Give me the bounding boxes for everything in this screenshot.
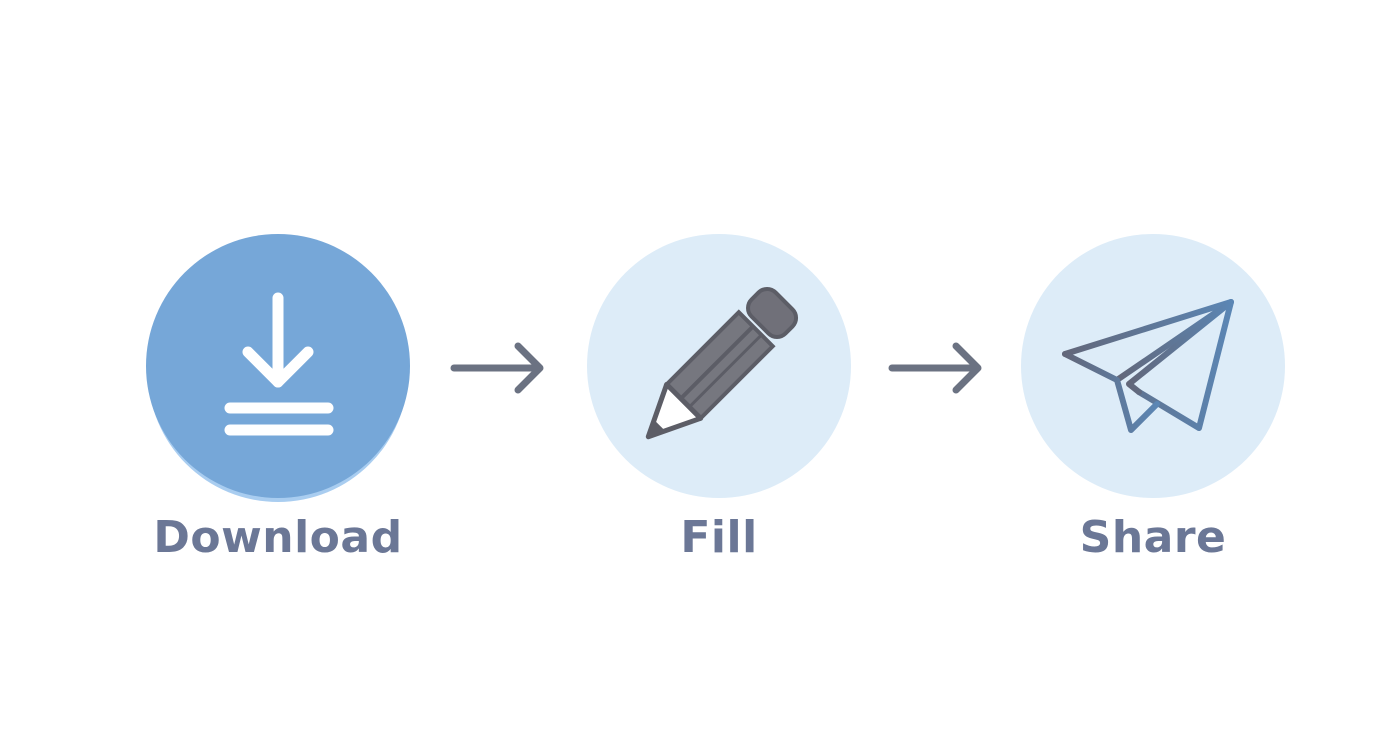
arrow-right-icon	[888, 342, 982, 394]
step-download: Download	[145, 234, 411, 563]
step-label-download: Download	[153, 512, 403, 563]
paper-plane-icon	[1062, 299, 1234, 433]
arrow-right-icon	[450, 342, 544, 394]
pencil-icon	[645, 286, 799, 440]
share-circle	[1021, 234, 1285, 498]
step-fill: Fill	[586, 234, 852, 563]
step-label-fill: Fill	[680, 512, 758, 563]
step-share: Share	[1020, 234, 1286, 563]
step-label-share: Share	[1079, 512, 1227, 563]
fill-circle	[587, 234, 851, 498]
download-circle	[146, 234, 410, 498]
download-icon	[224, 292, 334, 436]
